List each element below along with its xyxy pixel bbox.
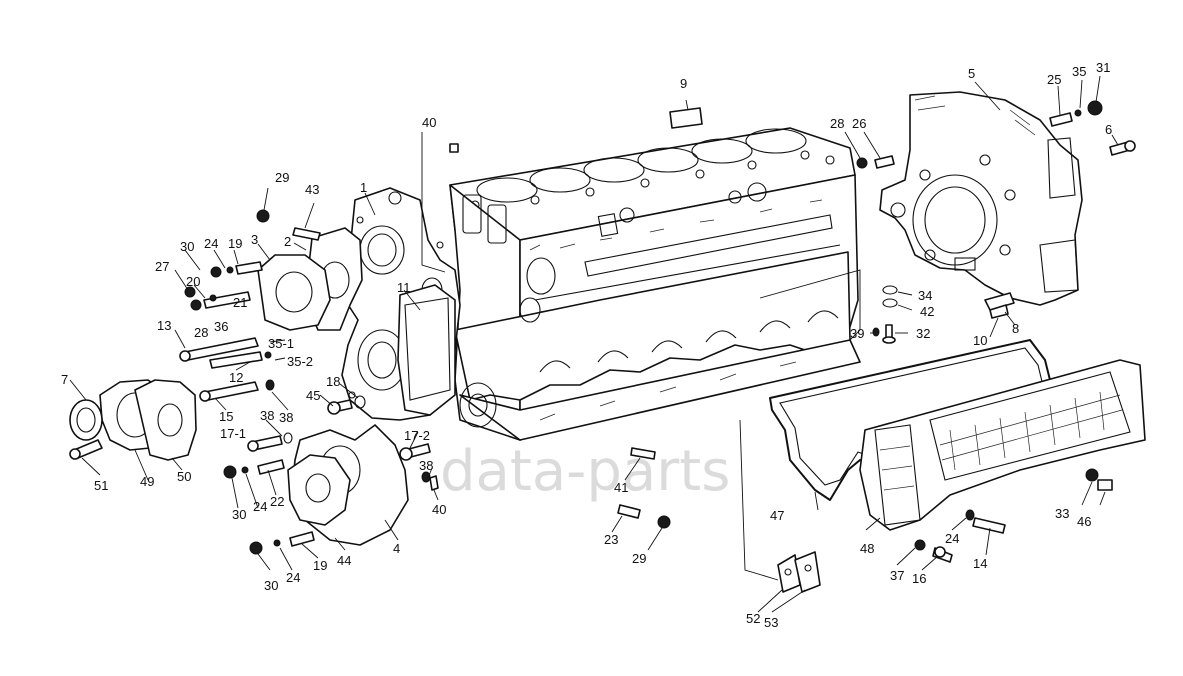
callout-35: 35 — [1072, 64, 1086, 79]
callout-10: 10 — [973, 333, 987, 348]
callout-28-b: 28 — [194, 325, 208, 340]
callout-8: 8 — [1012, 321, 1019, 336]
callout-24-a: 24 — [204, 236, 218, 251]
callout-20: 20 — [186, 274, 200, 289]
callout-2: 2 — [284, 234, 291, 249]
callout-29-a: 29 — [275, 170, 289, 185]
callout-38-b: 38 — [260, 408, 274, 423]
leader-lines — [69, 75, 1119, 613]
callout-3: 3 — [251, 232, 258, 247]
callout-19-a: 19 — [228, 236, 242, 251]
callout-9: 9 — [680, 76, 687, 91]
callout-44: 44 — [337, 553, 351, 568]
callout-36: 36 — [214, 319, 228, 334]
callout-12: 12 — [229, 370, 243, 385]
callout-24-b: 24 — [253, 499, 267, 514]
callout-labels: 1 2 3 4 5 6 7 8 9 10 11 12 13 14 15 16 1… — [61, 60, 1112, 630]
callout-15: 15 — [219, 409, 233, 424]
callout-33: 33 — [1055, 506, 1069, 521]
callout-30-b: 30 — [232, 507, 246, 522]
callout-23: 23 — [604, 532, 618, 547]
callout-25: 25 — [1047, 72, 1061, 87]
callout-46: 46 — [1077, 514, 1091, 529]
callout-50: 50 — [177, 469, 191, 484]
callout-48: 48 — [860, 541, 874, 556]
callout-17-1: 17-1 — [220, 426, 246, 441]
callout-26: 26 — [852, 116, 866, 131]
callout-51: 51 — [94, 478, 108, 493]
callout-53: 53 — [764, 615, 778, 630]
callout-13: 13 — [157, 318, 171, 333]
callout-24-d: 24 — [945, 531, 959, 546]
callout-1: 1 — [360, 180, 367, 195]
callout-52: 52 — [746, 611, 760, 626]
callout-45: 45 — [306, 388, 320, 403]
callout-47: 47 — [770, 508, 784, 523]
callout-38-c: 38 — [419, 458, 433, 473]
callout-30-a: 30 — [180, 239, 194, 254]
fasteners — [69, 100, 1136, 593]
callout-29-b: 29 — [632, 551, 646, 566]
callout-27: 27 — [155, 259, 169, 274]
callout-14: 14 — [973, 556, 987, 571]
callout-40-a: 40 — [422, 115, 436, 130]
callout-11: 11 — [397, 280, 411, 295]
callout-41: 41 — [614, 480, 628, 495]
callout-6: 6 — [1105, 122, 1112, 137]
watermark-text: data-parts — [440, 439, 730, 504]
cylinder-block — [449, 127, 861, 441]
callout-31: 31 — [1096, 60, 1110, 75]
callout-49: 49 — [140, 474, 154, 489]
callout-16: 16 — [912, 571, 926, 586]
callout-7: 7 — [61, 372, 68, 387]
callout-17-2: 17-2 — [404, 428, 430, 443]
callout-4: 4 — [393, 541, 400, 556]
callout-39: 39 — [850, 326, 864, 341]
callout-32: 32 — [916, 326, 930, 341]
callout-22: 22 — [270, 494, 284, 509]
front-housing — [69, 187, 461, 546]
callout-19-b: 19 — [313, 558, 327, 573]
flywheel-housing — [879, 91, 1083, 311]
callout-21: 21 — [233, 295, 247, 310]
callout-35-1: 35-1 — [268, 336, 294, 351]
callout-38-a: 38 — [279, 410, 293, 425]
callout-42: 42 — [920, 304, 934, 319]
callout-30-c: 30 — [264, 578, 278, 593]
callout-37: 37 — [890, 568, 904, 583]
callout-28-a: 28 — [830, 116, 844, 131]
callout-18: 18 — [326, 374, 340, 389]
callout-5: 5 — [968, 66, 975, 81]
callout-43: 43 — [305, 182, 319, 197]
callout-34: 34 — [918, 288, 932, 303]
callout-40-b: 40 — [432, 502, 446, 517]
callout-24-c: 24 — [286, 570, 300, 585]
callout-35-2: 35-2 — [287, 354, 313, 369]
oil-pan-assembly — [769, 339, 1146, 531]
